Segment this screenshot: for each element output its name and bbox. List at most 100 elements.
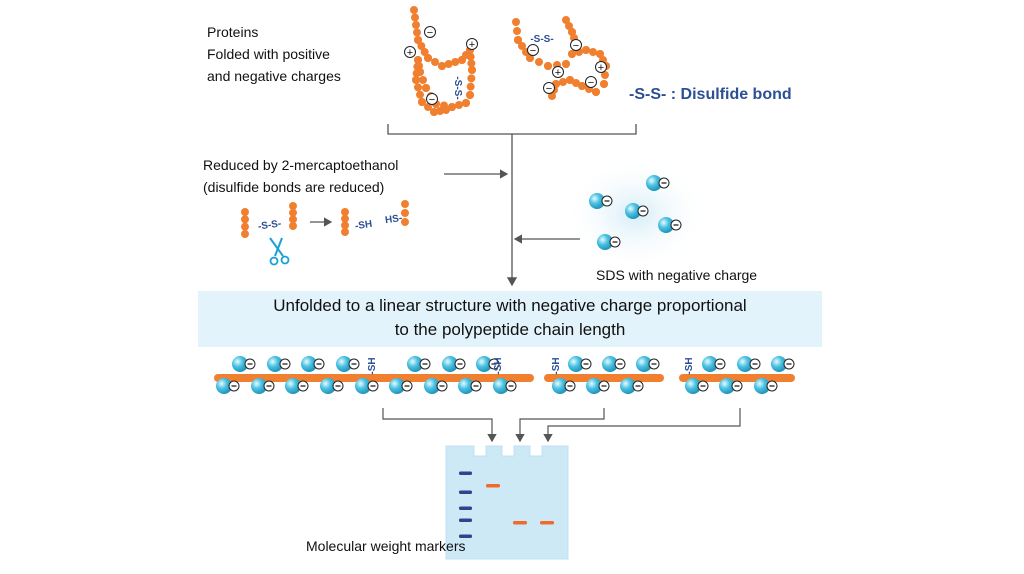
charge-circle	[404, 46, 416, 58]
bead	[289, 208, 297, 217]
bead	[448, 103, 456, 111]
banner-line-2: to the polypeptide chain length	[394, 320, 626, 339]
sds-ball	[568, 356, 584, 372]
bead	[341, 228, 349, 236]
bead	[413, 62, 422, 71]
bead	[411, 13, 419, 22]
bead	[568, 50, 576, 58]
sds-ball	[442, 356, 458, 372]
bead	[466, 91, 474, 99]
sds-label: SDS with negative charge	[596, 267, 758, 283]
gel-bands	[459, 471, 554, 538]
bead	[572, 79, 580, 87]
lane-line-right	[543, 408, 741, 443]
bead	[444, 60, 453, 68]
bead	[442, 106, 450, 114]
lane-line-left	[382, 408, 497, 443]
bead	[412, 21, 420, 29]
bead	[414, 83, 422, 92]
bead	[566, 76, 574, 84]
charge-circle	[527, 44, 539, 56]
bead	[241, 222, 249, 231]
disulfide-bond-left: -S-S-	[452, 76, 463, 99]
bead	[512, 18, 520, 26]
sds-ball	[301, 356, 317, 372]
sds-ball	[267, 356, 283, 372]
bead	[412, 76, 420, 84]
linear-chains: -SH-SH-SH-SH	[214, 356, 795, 394]
marker-band	[459, 534, 472, 538]
bead	[455, 101, 463, 109]
bead	[424, 103, 432, 111]
marker-band	[459, 490, 472, 494]
thiol-group: -SH	[367, 357, 378, 374]
sds-ball	[552, 378, 568, 394]
bead	[419, 76, 427, 84]
marker-band	[459, 518, 472, 522]
bead	[412, 69, 421, 78]
bead	[413, 28, 421, 37]
sds-ball	[754, 378, 770, 394]
proteins-line-3: and negative charges	[207, 68, 341, 84]
negative-charge: −	[573, 40, 579, 52]
bead	[436, 107, 444, 115]
bead	[565, 22, 573, 30]
bead	[430, 108, 438, 116]
lane-line-middle	[515, 408, 605, 443]
bead	[582, 46, 590, 54]
bead	[596, 50, 604, 58]
scissors-icon	[269, 237, 290, 266]
sds-ball	[589, 193, 605, 209]
bead	[467, 74, 476, 83]
sds-ball	[602, 356, 618, 372]
negative-charge: −	[588, 77, 594, 89]
sds-ball	[625, 203, 641, 219]
sample-band	[540, 521, 554, 525]
disulfide-bond-example: -S-S-	[257, 218, 282, 232]
sds-ball	[586, 378, 602, 394]
linear-chain	[544, 374, 664, 382]
marker-band	[459, 471, 472, 475]
bead	[414, 36, 422, 44]
bead	[401, 209, 409, 217]
bead	[438, 62, 446, 70]
charge-circle	[426, 93, 438, 105]
charge-circle	[585, 76, 597, 88]
negative-charge: −	[429, 94, 435, 106]
bead	[420, 48, 429, 56]
bead	[241, 230, 249, 238]
bead	[562, 16, 570, 24]
bead	[410, 6, 418, 14]
bead	[518, 42, 526, 50]
charge-circle	[552, 66, 564, 78]
charge-circle	[595, 61, 607, 73]
bead	[601, 71, 609, 79]
disulfide-bond-right: -S-S-	[530, 34, 553, 45]
banner-line-1: Unfolded to a linear structure with nega…	[273, 296, 747, 315]
thiol-group: -SH	[551, 357, 562, 374]
reduction-label: Reduced by 2-mercaptoethanol (disulfide …	[203, 154, 398, 198]
bead	[417, 42, 426, 50]
sds-ball	[336, 356, 352, 372]
bead	[578, 82, 586, 90]
bead	[526, 54, 534, 62]
bead	[424, 54, 432, 62]
bead	[513, 27, 521, 35]
reduction-line-1: Reduced by 2-mercaptoethanol	[203, 157, 399, 173]
negative-charge: −	[427, 27, 433, 39]
bead	[341, 208, 349, 216]
sds-ball	[597, 234, 613, 250]
sds-ball	[407, 356, 423, 372]
proteins-line-2: Folded with positive	[207, 46, 330, 62]
bead	[414, 56, 422, 64]
reduction-line-2: (disulfide bonds are reduced)	[203, 179, 385, 195]
bead	[466, 82, 475, 91]
bead	[416, 90, 424, 99]
sds-ball	[389, 378, 405, 394]
charge-circle	[543, 82, 555, 94]
bead	[289, 222, 297, 230]
proteins-label: Proteins Folded with positive and negati…	[207, 21, 341, 87]
charge-circle	[424, 26, 436, 38]
